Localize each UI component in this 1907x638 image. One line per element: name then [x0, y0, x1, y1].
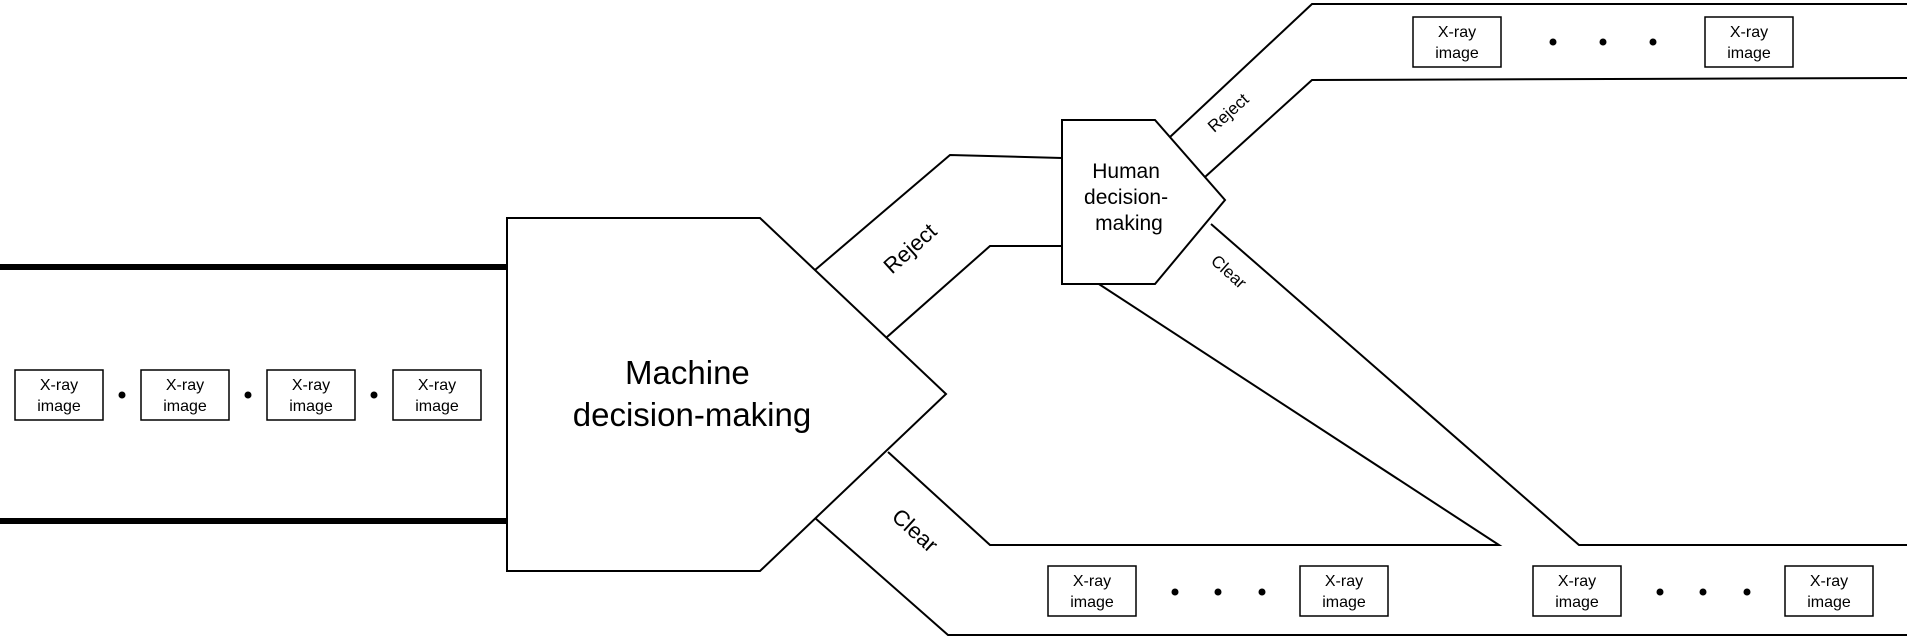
machine-clear-xray-box-1: [1047, 565, 1137, 617]
machine-reject-lane-lower-edge: [886, 245, 1062, 338]
human-decision-shape: [1061, 119, 1227, 285]
input-xray-box-3: [266, 369, 356, 421]
input-queue-dot: [370, 391, 378, 399]
input-xray-box-1: [14, 369, 104, 421]
machine-reject-lane-upper-edge: [814, 153, 1063, 271]
human-clear-ellipsis-dot: [1699, 588, 1707, 596]
machine-clear-xray-box-2: [1299, 565, 1389, 617]
machine-decision-shape: [506, 217, 948, 572]
machine-clear-ellipsis-dot: [1258, 588, 1266, 596]
human-reject-xray-box-1: [1412, 16, 1502, 68]
human-reject-ellipsis-dot: [1599, 38, 1607, 46]
machine-decision-label: Machine decision-making: [573, 354, 811, 433]
human-reject-ellipsis-dot: [1649, 38, 1657, 46]
human-reject-label: Reject: [1204, 90, 1253, 137]
human-clear-xray-box-2: [1784, 565, 1874, 617]
input-xray-box-2: [140, 369, 230, 421]
human-reject-lane-upper-edge: [1169, 3, 1907, 138]
human-decision-label: Human decision- making: [1084, 160, 1174, 235]
machine-clear-lane-upper-edge: [887, 259, 1503, 546]
machine-reject-label: Reject: [878, 218, 941, 278]
human-clear-lane-upper-edge: [1210, 223, 1907, 546]
input-queue-dot: [244, 391, 252, 399]
human-reject-xray-box-2: [1704, 16, 1794, 68]
human-reject-lane-lower-edge: [1204, 77, 1907, 178]
human-clear-xray-box-1: [1532, 565, 1622, 617]
input-queue-dot: [118, 391, 126, 399]
machine-clear-lane-lower-edge: [814, 517, 1907, 636]
human-reject-ellipsis-dot: [1549, 38, 1557, 46]
machine-clear-ellipsis-dot: [1171, 588, 1179, 596]
input-xray-box-4: [392, 369, 482, 421]
machine-clear-ellipsis-dot: [1214, 588, 1222, 596]
human-clear-label: Clear: [1207, 251, 1250, 293]
human-clear-ellipsis-dot: [1656, 588, 1664, 596]
human-clear-ellipsis-dot: [1743, 588, 1751, 596]
machine-clear-label: Clear: [887, 504, 943, 558]
